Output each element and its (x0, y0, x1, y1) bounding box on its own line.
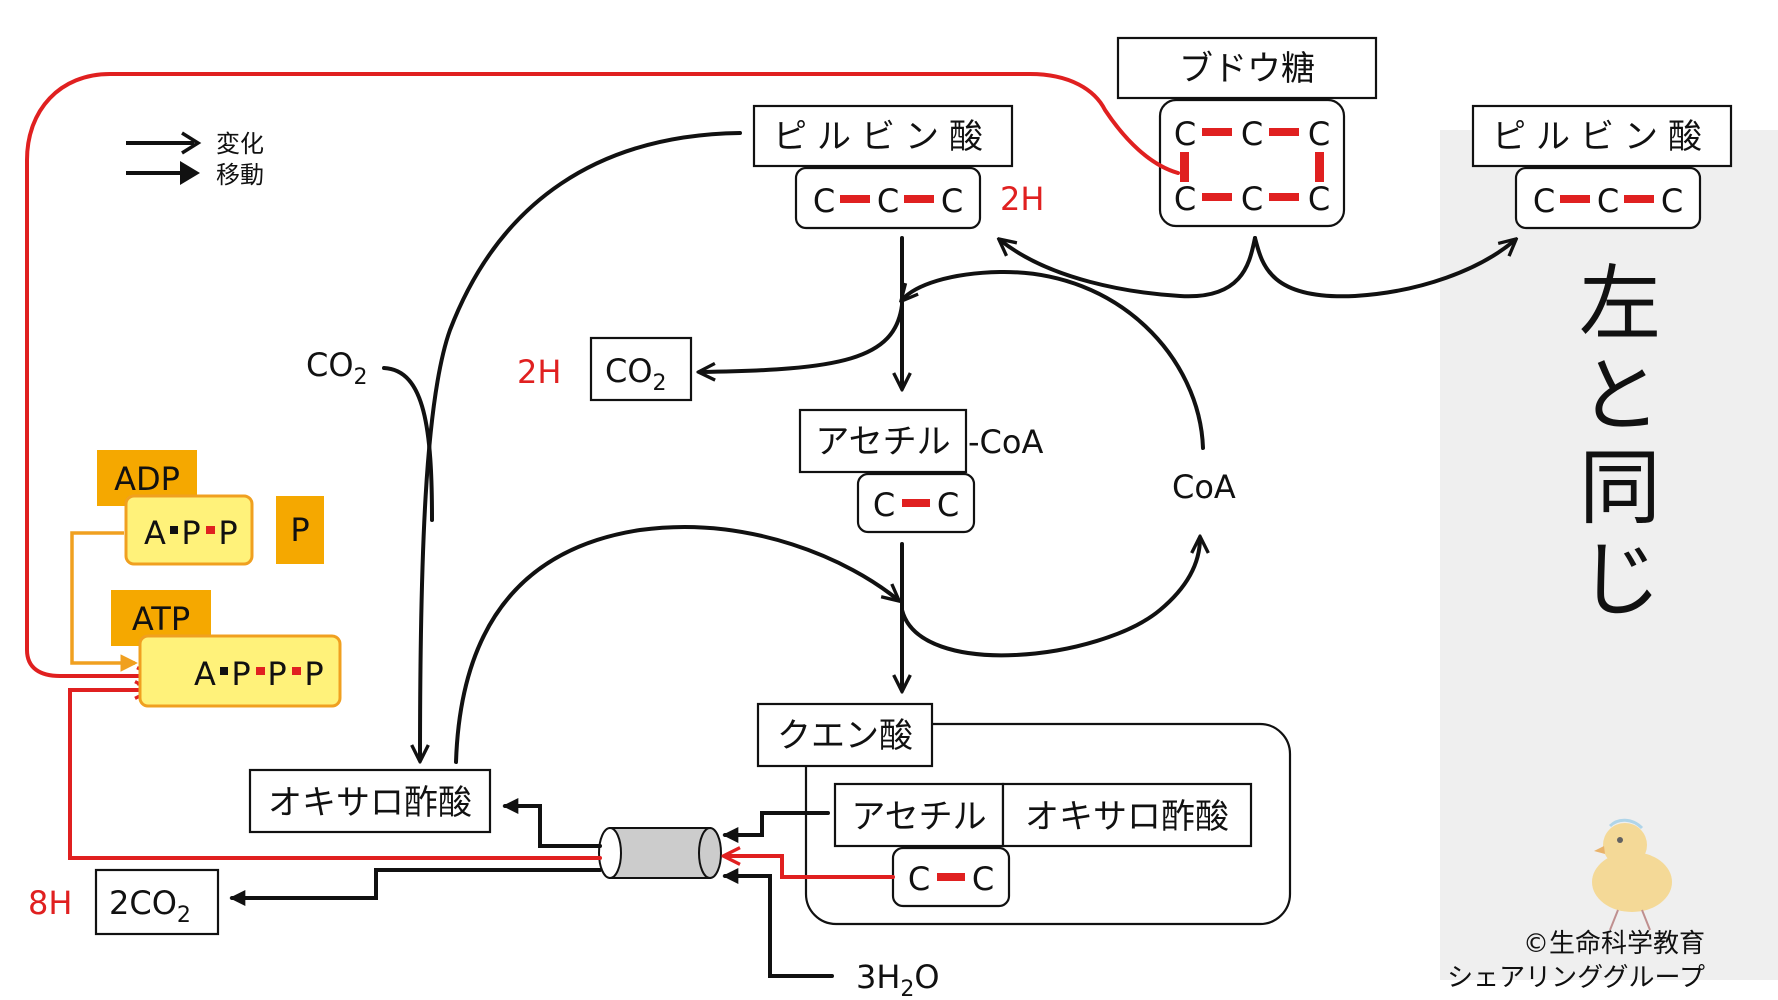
side-note-char: 左 (1579, 257, 1661, 352)
oxaloacetate-to-citrate-arrow (454, 525, 898, 764)
svg-text:P: P (304, 655, 323, 693)
two-h-mid-label: 2H (517, 353, 561, 391)
glucose-node: ブドウ糖 C C C C C C (1116, 36, 1378, 228)
citrate-label: クエン酸 (777, 716, 913, 756)
atp-label: ATP (132, 600, 190, 638)
adp-to-atp-arrow (70, 531, 138, 672)
svg-text:P: P (218, 514, 237, 552)
move-arrow-icon (126, 161, 200, 185)
svg-text:C: C (908, 860, 930, 898)
two-h-top-label: 2H (1000, 180, 1044, 218)
legend-change-label: 変化 (216, 130, 264, 158)
citrate-node: クエン酸 アセチル オキサロ酢酸 C C (756, 702, 1292, 926)
pyruvate-right-label: ピルビン酸 (1492, 117, 1712, 157)
svg-text:P: P (267, 655, 286, 693)
acetyl-label: アセチル (815, 422, 950, 462)
water-input-arrow (722, 868, 834, 978)
eight-h-label: 8H (28, 884, 72, 922)
pyruvate-label: ピルビン酸 (773, 117, 993, 157)
legend: 変化 移動 (126, 130, 264, 189)
adp-label: ADP (114, 460, 180, 498)
co2-to-oxaloacetate-arrow (382, 366, 434, 522)
phosphate-block: P (276, 496, 324, 564)
svg-text:C: C (1308, 180, 1330, 218)
water-label: 3H2O (856, 958, 940, 1000)
svg-text:C: C (1533, 182, 1555, 220)
svg-text:C: C (1661, 182, 1683, 220)
svg-text:CO2: CO2 (605, 352, 667, 396)
co2-box: CO2 (589, 336, 693, 402)
co2-release-arrow (700, 303, 904, 372)
pyruvate-right-node: ピルビン酸 C C C (1471, 104, 1733, 230)
svg-text:C: C (1308, 115, 1330, 153)
svg-text:C: C (1174, 115, 1196, 153)
oxaloacetate-label: オキサロ酢酸 (268, 783, 472, 823)
svg-text:P: P (231, 655, 250, 693)
citrate-oxalo-label: オキサロ酢酸 (1025, 797, 1229, 837)
svg-text:C: C (941, 182, 963, 220)
svg-text:2CO2: 2CO2 (109, 884, 191, 928)
svg-text:A: A (144, 514, 166, 552)
phosphate-label: P (290, 511, 309, 549)
svg-text:C: C (873, 486, 895, 524)
glucose-split-left (1000, 236, 1257, 299)
svg-text:C: C (1174, 180, 1196, 218)
co2-input-label: CO2 (306, 346, 368, 390)
coa-label: CoA (1172, 468, 1236, 506)
svg-text:左と同じ: 左と同じ (1579, 257, 1661, 628)
pyruvate-node: ピルビン酸 C C C (752, 104, 1014, 230)
svg-text:C: C (1597, 182, 1619, 220)
two-co2-box: 2CO2 (94, 868, 220, 936)
glucose-label: ブドウ糖 (1179, 49, 1315, 89)
hydrogen-output-arrow (68, 690, 602, 860)
pyruvate-to-oxaloacetate-arrow (420, 131, 742, 760)
chick-mascot-icon (1592, 818, 1672, 931)
oxaloacetate-output-arrow (502, 798, 602, 848)
glucose-split-right (1253, 236, 1515, 299)
carbon-input-arrow (725, 856, 895, 879)
copyright-line1: ©生命科学教育 (1523, 929, 1705, 959)
oxaloacetate-node: オキサロ酢酸 (248, 768, 492, 834)
side-note-char: じ (1579, 533, 1661, 628)
copyright-line2: シェアリンググループ (1447, 963, 1705, 993)
side-note-char: 同 (1579, 441, 1661, 536)
co2-output-arrow (229, 868, 602, 906)
svg-text:C: C (813, 182, 835, 220)
glucose-carbon-ring: C C C C C C (1174, 115, 1330, 218)
svg-text:C: C (972, 860, 994, 898)
svg-text:C: C (1241, 115, 1263, 153)
svg-text:C: C (1241, 180, 1263, 218)
acetyl-input-arrow (722, 811, 830, 843)
acetyl-coa-node: アセチル -CoA C C (798, 408, 1043, 534)
glucose-hydrogen-arrow (25, 72, 1180, 676)
change-arrow-icon (126, 131, 202, 155)
cycle-cylinder-icon (598, 827, 722, 879)
svg-text:P: P (181, 514, 200, 552)
atp-block: ATP A P P P (111, 590, 342, 708)
svg-text:C: C (937, 486, 959, 524)
coa-release-arrow (900, 538, 1200, 658)
legend-move-label: 移動 (216, 161, 264, 189)
citrate-acetyl-label: アセチル (851, 797, 986, 837)
acetyl-coa-suffix: -CoA (968, 423, 1043, 461)
svg-text:C: C (877, 182, 899, 220)
side-note-char: と (1579, 349, 1661, 444)
coa-return-arrow (902, 269, 1205, 450)
adp-block: ADP A P P (97, 450, 254, 566)
svg-text:A: A (194, 655, 216, 693)
side-note: 左と同じ (1579, 257, 1661, 628)
